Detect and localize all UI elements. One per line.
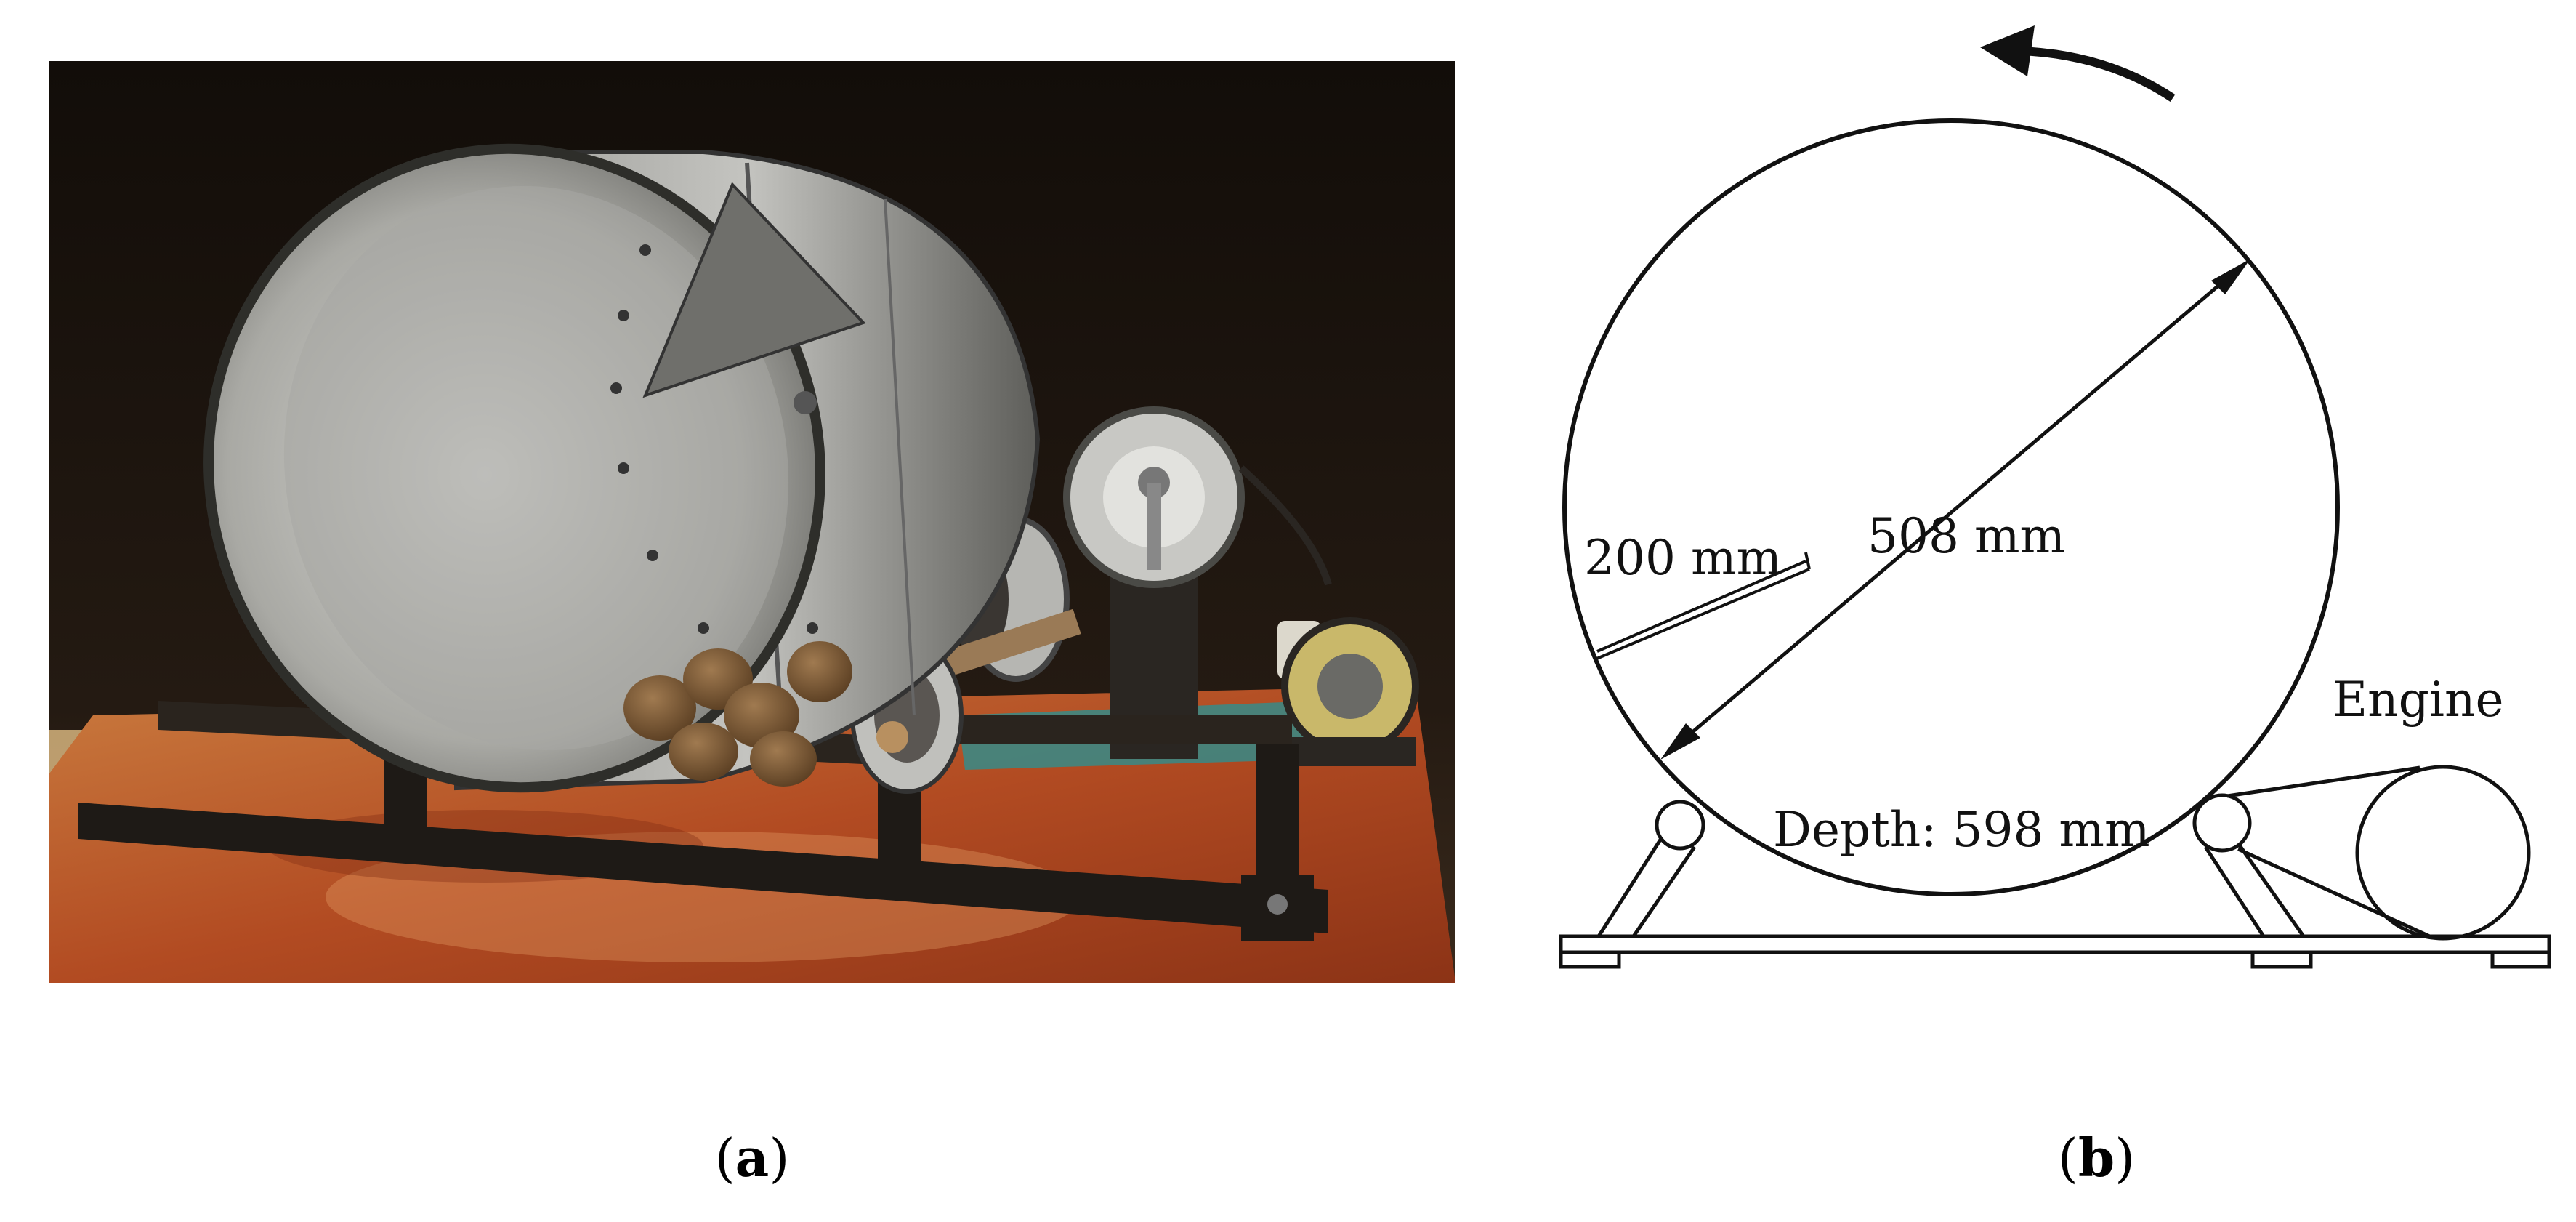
- tumbler-drum: [203, 143, 1041, 793]
- briquettes: [623, 641, 852, 787]
- label-depth: Depth: 598 mm: [1773, 802, 2150, 858]
- belt-top: [2226, 765, 2420, 798]
- drum-photo-illustration: [49, 61, 1455, 983]
- base-foot-middle: [2250, 950, 2313, 969]
- engine-motor: [1277, 617, 1419, 766]
- diameter-arrow-end: [2211, 259, 2250, 294]
- left-support-roller: [1655, 800, 1705, 851]
- diameter-arrow-start: [1660, 723, 1700, 760]
- drum-circle: [1562, 118, 2340, 896]
- baffle-line: [1594, 568, 1810, 661]
- drum-schematic: 200 mm 508 mm Depth: 598 mm Engine: [1559, 25, 2551, 969]
- label-engine: Engine: [2333, 672, 2504, 728]
- base-foot-left: [1559, 950, 1621, 969]
- schematic-panel-b: 200 mm 508 mm Depth: 598 mm Engine: [1555, 15, 2558, 1003]
- rotation-arrow-icon: [1980, 25, 2035, 76]
- label-200mm: 200 mm: [1584, 530, 1782, 586]
- base-plate: [1559, 934, 2551, 954]
- rotation-arc: [2019, 47, 2176, 102]
- photo-panel-a: [49, 61, 1455, 983]
- caption-b: (b): [2057, 1127, 2136, 1189]
- label-508mm: 508 mm: [1868, 508, 2065, 564]
- belt-bottom: [2237, 847, 2434, 940]
- caption-a: (a): [714, 1127, 790, 1189]
- diameter-line: [1671, 268, 2240, 750]
- engine-circle: [2355, 765, 2531, 941]
- base-foot-right: [2490, 950, 2551, 969]
- right-support-roller: [2192, 793, 2252, 853]
